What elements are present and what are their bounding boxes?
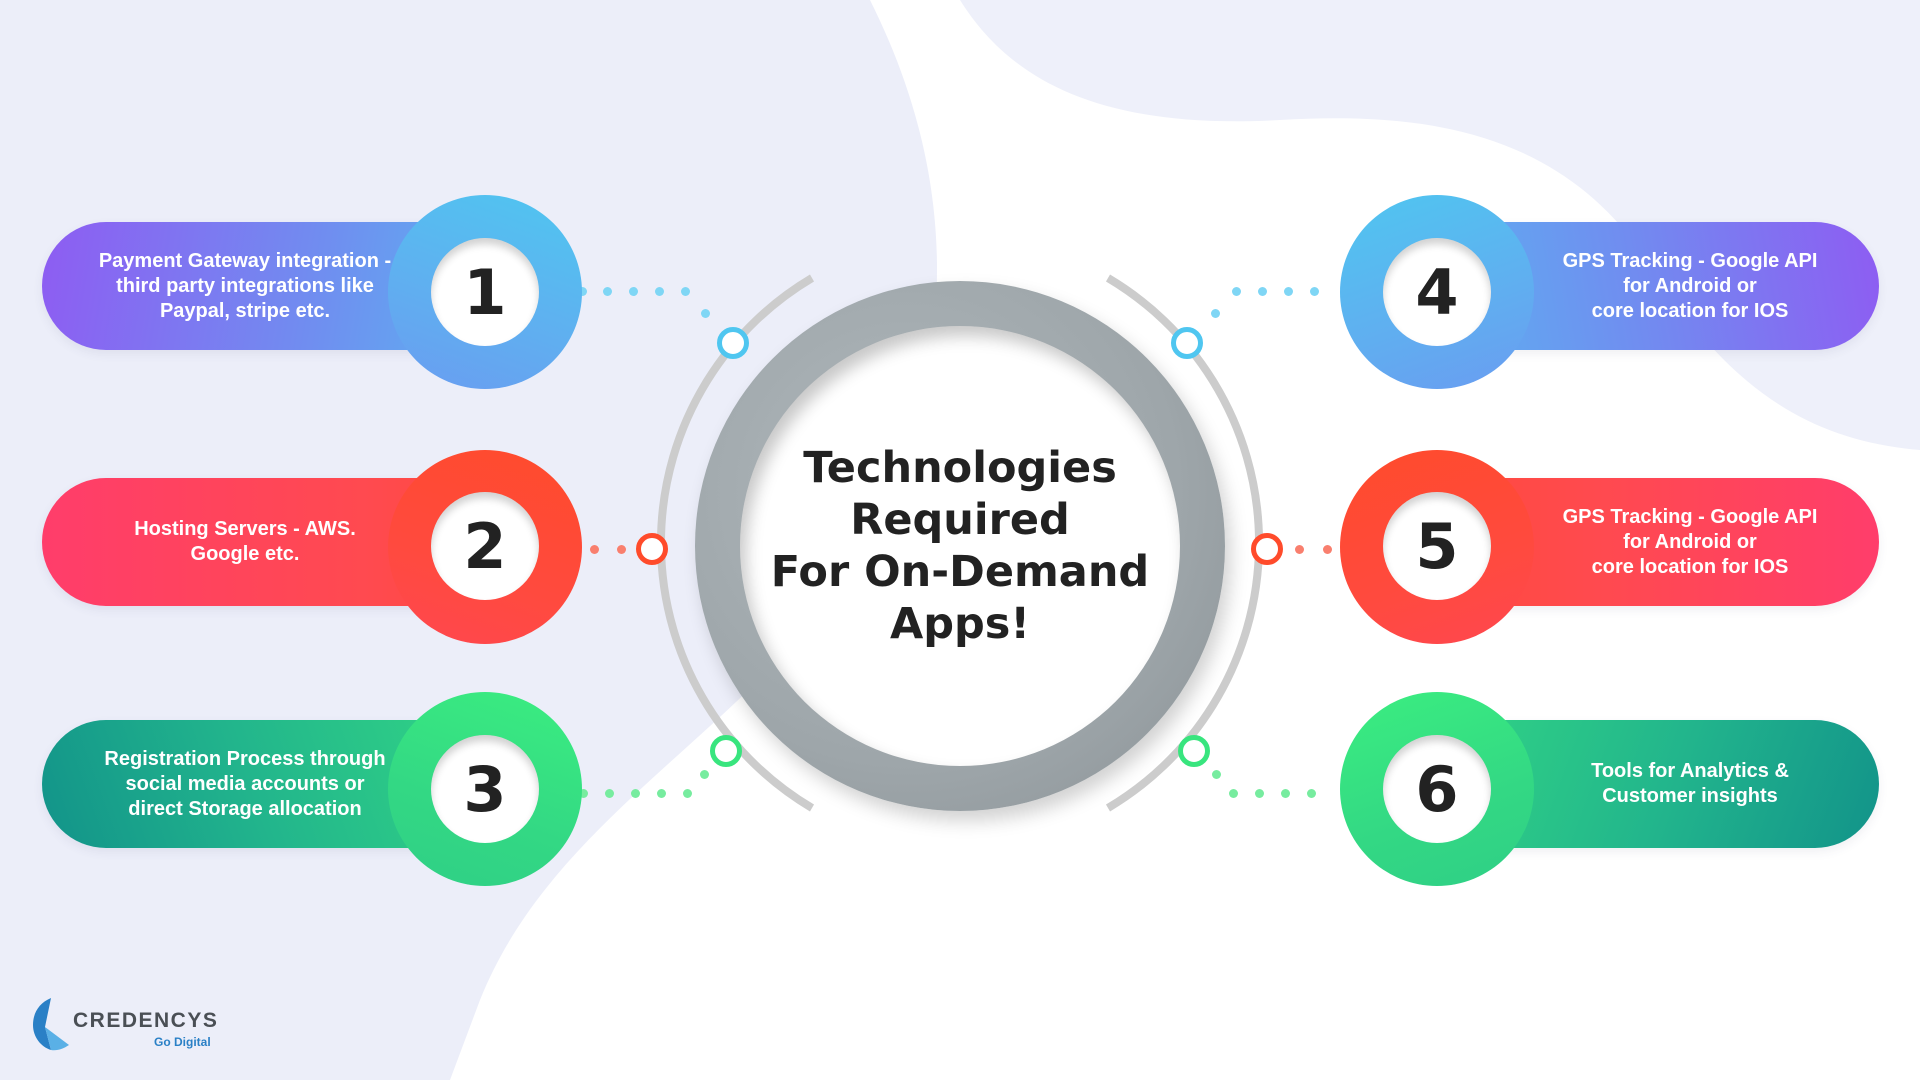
dot xyxy=(1323,545,1332,554)
logo-wordmark: CREDENCYS xyxy=(73,1009,219,1032)
dot xyxy=(605,789,614,798)
item-5-number: 5 xyxy=(1383,492,1491,600)
item-3-text: Registration Process through social medi… xyxy=(104,747,386,820)
item-2-number: 2 xyxy=(431,492,539,600)
dot xyxy=(603,287,612,296)
dot xyxy=(578,287,587,296)
dot xyxy=(1211,309,1220,318)
dot xyxy=(631,789,640,798)
node-red-left xyxy=(636,533,668,565)
dot xyxy=(701,309,710,318)
dot xyxy=(1307,789,1316,798)
dot xyxy=(1284,287,1293,296)
item-4-number: 4 xyxy=(1383,238,1491,346)
item-5-text: GPS Tracking - Google API for Android or… xyxy=(1562,505,1818,578)
page-title: Technologies Required For On-Demand Apps… xyxy=(770,443,1150,649)
dot xyxy=(579,789,588,798)
dot xyxy=(1281,789,1290,798)
dot xyxy=(1310,287,1319,296)
dot xyxy=(700,770,709,779)
center-disc xyxy=(740,326,1180,766)
item-6-number: 6 xyxy=(1383,735,1491,843)
node-green-left xyxy=(710,735,742,767)
logo-mark-icon xyxy=(33,998,69,1051)
dot xyxy=(617,545,626,554)
dot xyxy=(655,287,664,296)
dot xyxy=(1232,287,1241,296)
node-blue-right xyxy=(1171,327,1203,359)
dot xyxy=(1295,545,1304,554)
node-green-right xyxy=(1178,735,1210,767)
dot xyxy=(1212,770,1221,779)
logo-tagline: Go Digital xyxy=(154,1035,211,1049)
item-1-text: Payment Gateway integration - third part… xyxy=(98,249,392,322)
dot xyxy=(681,287,690,296)
dot xyxy=(1229,789,1238,798)
item-6-text: Tools for Analytics & Customer insights xyxy=(1591,760,1789,807)
item-2-text: Hosting Servers - AWS. Google etc. xyxy=(134,518,356,565)
dot xyxy=(590,545,599,554)
dot xyxy=(657,789,666,798)
credencys-logo: CREDENCYS Go Digital xyxy=(33,997,223,1051)
item-4-text: GPS Tracking - Google API for Android or… xyxy=(1562,249,1818,322)
item-3-number: 3 xyxy=(431,735,539,843)
dot xyxy=(683,789,692,798)
node-red-right xyxy=(1251,533,1283,565)
node-blue-left xyxy=(717,327,749,359)
dot xyxy=(1258,287,1267,296)
item-1-number: 1 xyxy=(431,238,539,346)
dot xyxy=(1255,789,1264,798)
dot xyxy=(629,287,638,296)
